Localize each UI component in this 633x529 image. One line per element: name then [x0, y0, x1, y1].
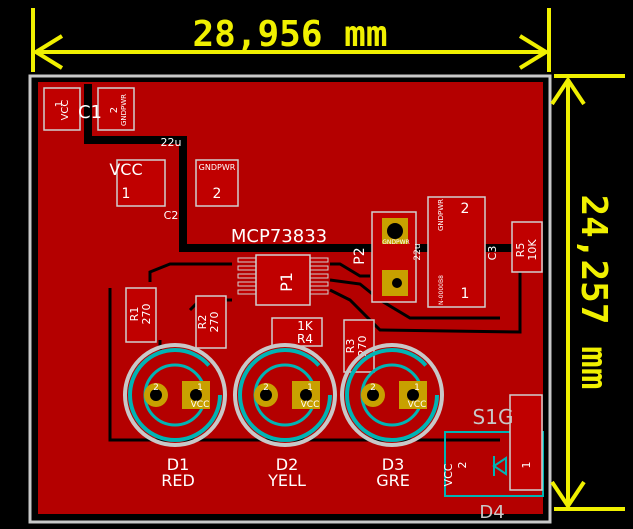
d1-ref: D1	[167, 455, 190, 474]
d1-pin2: 2	[153, 383, 159, 393]
p2-net-side: GNDPWR	[437, 199, 445, 231]
r5-footprint: R5 10K	[511, 221, 543, 273]
d1-footprint: 2 1 VCC D1 RED	[123, 343, 227, 490]
d4-pin1: 1	[520, 462, 533, 469]
height-dimension	[550, 74, 625, 511]
d3-ref: D3	[382, 455, 405, 474]
r5-ref: R5	[514, 243, 527, 258]
c1-net1: VCC	[60, 100, 71, 121]
r4-footprint: 1K R4	[271, 317, 323, 347]
d2-footprint: 2 1 VCC D2 YELL	[233, 343, 337, 490]
c2-footprint: VCC 1 GNDPWR 2 22u C2	[109, 136, 239, 222]
p2-ref: P2	[352, 247, 368, 264]
c3-value: 22u	[413, 243, 423, 260]
c1-pin2: 2	[109, 107, 120, 113]
d4-net: VCC	[442, 463, 455, 486]
r2-ref: R2	[196, 315, 209, 330]
c1-net2: GNDPWR	[120, 94, 128, 126]
r4-value: 1K	[297, 319, 314, 333]
d1-pin1: 1	[197, 383, 203, 393]
d1-value: RED	[161, 471, 195, 490]
r1-ref: R1	[128, 307, 141, 322]
p1-ref: P1	[277, 272, 296, 292]
p2-net-bottom: N-0000B8	[438, 275, 445, 305]
d4-ref: D4	[479, 502, 504, 523]
r2-footprint: R2 270	[195, 295, 227, 349]
p2-pin2: 2	[461, 201, 470, 217]
d3-net: VCC	[408, 400, 427, 410]
c2-pin2: 2	[213, 186, 222, 202]
d2-pin2: 2	[263, 383, 269, 393]
d4-value: S1G	[473, 405, 514, 429]
c3-ref: C3	[486, 246, 499, 261]
p1-footprint: MCP73833 P1	[231, 226, 329, 306]
d3-footprint: 2 1 VCC D3 GRE	[340, 343, 444, 490]
d2-ref: D2	[276, 455, 299, 474]
d2-pin1: 1	[307, 383, 313, 393]
c1-ref: C1	[78, 102, 102, 123]
c2-value: 22u	[161, 136, 182, 149]
d2-value: YELL	[267, 471, 306, 490]
d4-pin2: 2	[456, 462, 469, 469]
d3-value: GRE	[376, 471, 410, 490]
r1-footprint: R1 270	[125, 287, 157, 343]
p1-value: MCP73833	[231, 226, 327, 247]
c2-net2: GNDPWR	[199, 163, 236, 172]
d3-pin1: 1	[414, 383, 420, 393]
d2-net: VCC	[301, 400, 320, 410]
p2-footprint: GNDPWR P2 2 GNDPWR N-0000B8 1	[352, 196, 486, 308]
c2-ref: C2	[164, 209, 179, 222]
c3-footprint: C3 22u	[413, 243, 499, 260]
p2-pin1: 1	[461, 286, 470, 302]
width-dimension-label: 28,956 mm	[192, 14, 387, 55]
c2-pin1: 1	[122, 186, 131, 202]
r5-value: 10K	[526, 239, 539, 261]
r3-ref: R3	[344, 339, 357, 354]
r4-ref: R4	[297, 332, 313, 346]
height-dimension-label: 24,257 mm	[573, 194, 614, 389]
r2-value: 270	[208, 312, 221, 333]
p2-net-top: GNDPWR	[382, 239, 409, 246]
c2-net1: VCC	[109, 160, 142, 179]
board-outline	[28, 74, 552, 524]
d3-pin2: 2	[370, 383, 376, 393]
c1-footprint: 1 VCC 2 GNDPWR C1	[43, 87, 135, 131]
d4-footprint: S1G VCC 2 1 D4	[442, 394, 544, 523]
width-dimension	[31, 8, 551, 72]
c1-pin1: 1	[54, 101, 65, 107]
r1-value: 270	[140, 304, 153, 325]
d1-net: VCC	[191, 400, 210, 410]
